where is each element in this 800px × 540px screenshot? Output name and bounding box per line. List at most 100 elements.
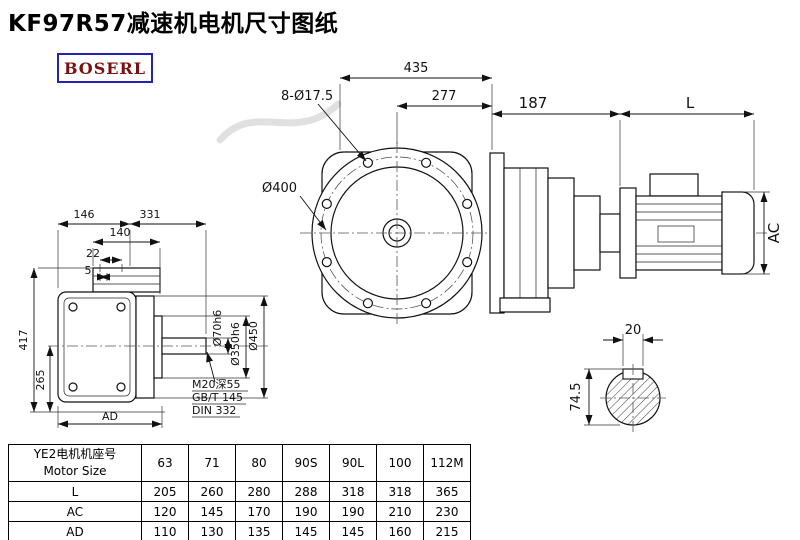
table-header-cn: YE2电机机座号 <box>33 447 117 461</box>
dim-20: 20 <box>625 323 642 338</box>
table-cell: 190 <box>329 501 377 522</box>
table-cell: 170 <box>235 501 283 522</box>
dim-265: 265 <box>34 370 47 391</box>
gearbox-foot <box>499 297 551 313</box>
motor-body <box>635 195 723 271</box>
note-din: DIN 332 <box>192 404 236 417</box>
terminal-box <box>649 173 699 197</box>
table-col-80: 80 <box>235 444 283 482</box>
table-row-L: L 205 260 280 288 318 318 365 <box>8 481 471 502</box>
dim-265-group: 265 <box>34 346 54 412</box>
dim-L-group: L <box>620 94 755 190</box>
dim-417-group: 417 <box>17 267 165 413</box>
table-header-motor-size: YE2电机机座号 Motor Size <box>8 444 142 482</box>
table-col-71: 71 <box>188 444 236 482</box>
table-col-112M: 112M <box>423 444 471 482</box>
page-title: KF97R57减速机电机尺寸图纸 <box>8 11 339 37</box>
table-cell: 318 <box>376 481 424 502</box>
dim-5: 5 <box>85 264 92 277</box>
note-tap: M20深55 <box>192 378 241 391</box>
table-row-label-L: L <box>8 481 142 502</box>
table-cell: 365 <box>423 481 471 502</box>
dim-435-group: 435 <box>339 61 493 150</box>
shaft-end-notes: M20深55 GB/T 145 DIN 332 <box>192 351 248 418</box>
table-row-label-AC: AC <box>8 501 142 522</box>
logo-text: BOSERL <box>63 58 147 78</box>
front-view: 435 277 8-Ø17.5 Ø400 <box>262 61 770 326</box>
side-view: 187 L AC <box>489 94 783 314</box>
bolt-holes <box>321 157 473 309</box>
dim-shaft-dia: Ø70h6 <box>211 310 224 347</box>
table-cell: 260 <box>188 481 236 502</box>
top-plate <box>92 267 161 293</box>
dim-331: 331 <box>140 208 161 221</box>
gearbox-flange-edge <box>489 152 505 314</box>
gearbox-body <box>503 167 549 299</box>
housing-bolts <box>68 302 126 392</box>
dim-140-group: 140 <box>92 226 161 294</box>
table-cell: 318 <box>329 481 377 502</box>
dim-435: 435 <box>404 61 429 76</box>
dim-140: 140 <box>110 226 131 239</box>
dim-187: 187 <box>519 94 548 112</box>
shaft-section-view: 20 74.5 <box>569 323 666 434</box>
table-cell: 110 <box>141 521 189 540</box>
table-cell: 205 <box>141 481 189 502</box>
note-gb: GB/T 145 <box>192 391 243 404</box>
dim-diameters-group: Ø70h6 Ø350h6 Ø450 <box>154 295 268 399</box>
dim-spigot-dia: Ø350h6 <box>229 322 242 366</box>
dimension-table: YE2电机机座号 Motor Size 63 71 80 90S 90L 100… <box>8 444 471 540</box>
coupling <box>599 213 621 253</box>
dim-flange-dia: Ø450 <box>247 321 260 351</box>
table-cell: 135 <box>235 521 283 540</box>
table-row-AD: AD 110 130 135 145 145 160 215 <box>8 521 471 540</box>
motor-flange-bell <box>619 187 637 279</box>
table-cell: 120 <box>141 501 189 522</box>
logo-box: BOSERL <box>57 53 153 83</box>
gearbox-step <box>547 177 575 289</box>
table-cell: 160 <box>376 521 424 540</box>
table-cell: 145 <box>188 501 236 522</box>
dim-146: 146 <box>74 208 95 221</box>
table-col-90S: 90S <box>282 444 330 482</box>
dim-bolt-group: 8-Ø17.5 <box>281 89 367 162</box>
motor <box>619 173 755 279</box>
table-col-90L: 90L <box>329 444 377 482</box>
table-col-100: 100 <box>376 444 424 482</box>
fan-cover <box>721 191 755 275</box>
dim-74-5: 74.5 <box>569 383 584 412</box>
table-cell: 130 <box>188 521 236 540</box>
dim-AC-group: AC <box>724 191 783 275</box>
table-cell: 210 <box>376 501 424 522</box>
dim-400-group: Ø400 <box>262 181 327 231</box>
dim-277-group: 277 <box>396 89 492 144</box>
table-cell: 215 <box>423 521 471 540</box>
dim-22-group: 22 <box>86 247 123 272</box>
dim-5-group: 5 <box>85 264 110 281</box>
dim-331-group: 331 <box>130 208 207 334</box>
output-flange <box>135 295 155 399</box>
table-header-en: Motor Size <box>43 464 107 478</box>
housing-inner <box>63 297 131 397</box>
table-row-label-AD: AD <box>8 521 142 540</box>
dim-146-group: 146 <box>57 208 131 288</box>
motor-nameplate <box>657 225 695 243</box>
dim-22: 22 <box>86 247 100 260</box>
dim-AC: AC <box>765 223 783 243</box>
dim-187-group: 187 <box>492 94 621 186</box>
flange-spigot <box>153 315 163 379</box>
table-cell: 145 <box>282 521 330 540</box>
table-cell: 288 <box>282 481 330 502</box>
dim-bolt-holes: 8-Ø17.5 <box>281 89 333 104</box>
dim-AD-group: AD <box>57 406 163 428</box>
dim-400: Ø400 <box>262 181 297 196</box>
table-cell: 190 <box>282 501 330 522</box>
table-cell: 280 <box>235 481 283 502</box>
table-cell: 145 <box>329 521 377 540</box>
dim-277: 277 <box>432 89 457 104</box>
dim-AD: AD <box>102 410 118 423</box>
table-cell: 230 <box>423 501 471 522</box>
table-col-63: 63 <box>141 444 189 482</box>
